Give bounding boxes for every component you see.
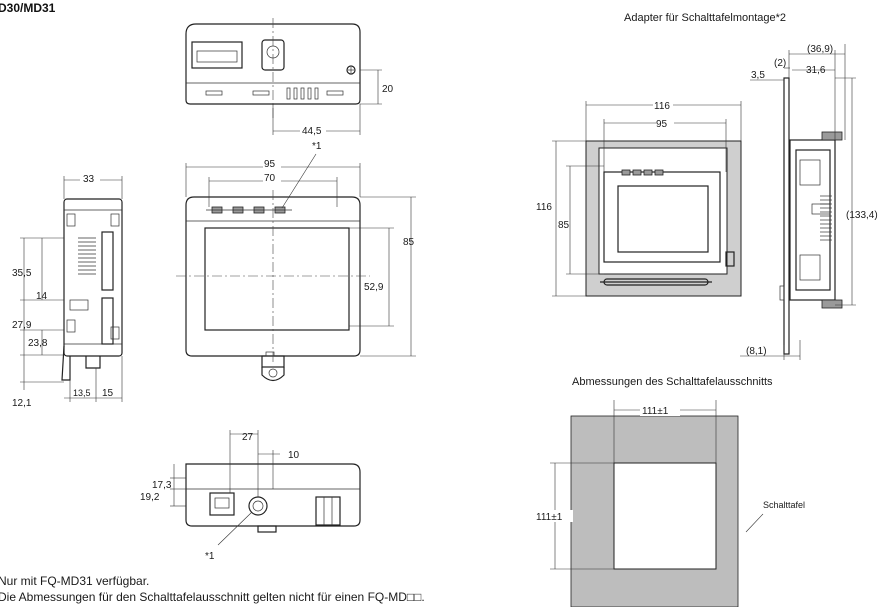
panel-label: Schalttafel <box>763 500 805 510</box>
dim-bottom-10: 10 <box>288 450 300 461</box>
adapter-title: Adapter für Schalttafelmontage*2 <box>624 12 786 24</box>
dim-side-12-1: 12,1 <box>12 398 32 409</box>
dim-adapter-31-6: 31,6 <box>806 65 826 76</box>
dim-front-width-outer: 95 <box>264 159 276 170</box>
dim-adapter-133-4: (133,4) <box>846 210 878 221</box>
adapter-fins <box>820 195 832 241</box>
dim-bottom-17-3: 17,3 <box>152 480 172 491</box>
dim-bottom-27: 27 <box>242 432 254 443</box>
dim-side-13-5: 13,5 <box>73 388 91 398</box>
adapter-side-view: (36,9) (2) 31,6 3,5 (133,4) (8,1) <box>740 44 878 360</box>
dim-front-height: 85 <box>403 237 415 248</box>
dim-side-35-5: 35,5 <box>12 268 32 279</box>
dim-front-width-inner: 70 <box>264 173 276 184</box>
top-view: 20 44,5 <box>185 18 394 137</box>
dim-side-width: 33 <box>83 174 95 185</box>
dim-top-height: 20 <box>382 84 394 95</box>
dim-side-14: 14 <box>36 291 48 302</box>
cutout-title: Abmessungen des Schalttafelausschnitts <box>572 376 773 388</box>
footnote-2: Die Abmessungen für den Schalttafelaussc… <box>0 590 425 604</box>
drawing-title: D30/MD31 <box>0 1 56 15</box>
dim-top-width: 44,5 <box>302 126 322 137</box>
dim-adapter-8-1: (8,1) <box>746 346 767 357</box>
front-star1: *1 <box>312 141 322 152</box>
dim-bottom-19-2: 19,2 <box>140 492 160 503</box>
side-fins <box>78 237 96 275</box>
dim-adapter-width-inner: 95 <box>656 119 668 130</box>
dim-cutout-height: 111±1 <box>536 512 563 523</box>
dim-cutout-width: 111±1 <box>642 406 669 417</box>
footnote-1: Nur mit FQ-MD31 verfügbar. <box>0 574 149 588</box>
adapter-front-view: 116 95 116 85 <box>536 99 742 297</box>
dim-side-27-9: 27,9 <box>12 320 32 331</box>
dim-side-15: 15 <box>102 388 114 399</box>
dim-adapter-3-5: 3,5 <box>751 70 765 81</box>
dim-adapter-2: (2) <box>774 58 786 69</box>
dim-adapter-width-outer: 116 <box>654 101 670 112</box>
dim-adapter-height-inner: 85 <box>558 220 570 231</box>
dim-adapter-height-outer: 116 <box>536 202 552 213</box>
bottom-star1: *1 <box>205 551 215 562</box>
front-view: 95 70 *1 85 52,9 <box>176 141 416 382</box>
dim-adapter-36-9: (36,9) <box>807 44 833 55</box>
side-view: 33 35,5 14 27,9 23,8 12,1 13,5 15 <box>12 172 123 409</box>
dim-screen-height: 52,9 <box>364 282 384 293</box>
cutout-view: 111±1 111±1 Schalttafel <box>535 400 805 607</box>
bottom-view: 27 10 17,3 19,2 *1 <box>140 430 361 562</box>
dim-side-23-8: 23,8 <box>28 338 48 349</box>
